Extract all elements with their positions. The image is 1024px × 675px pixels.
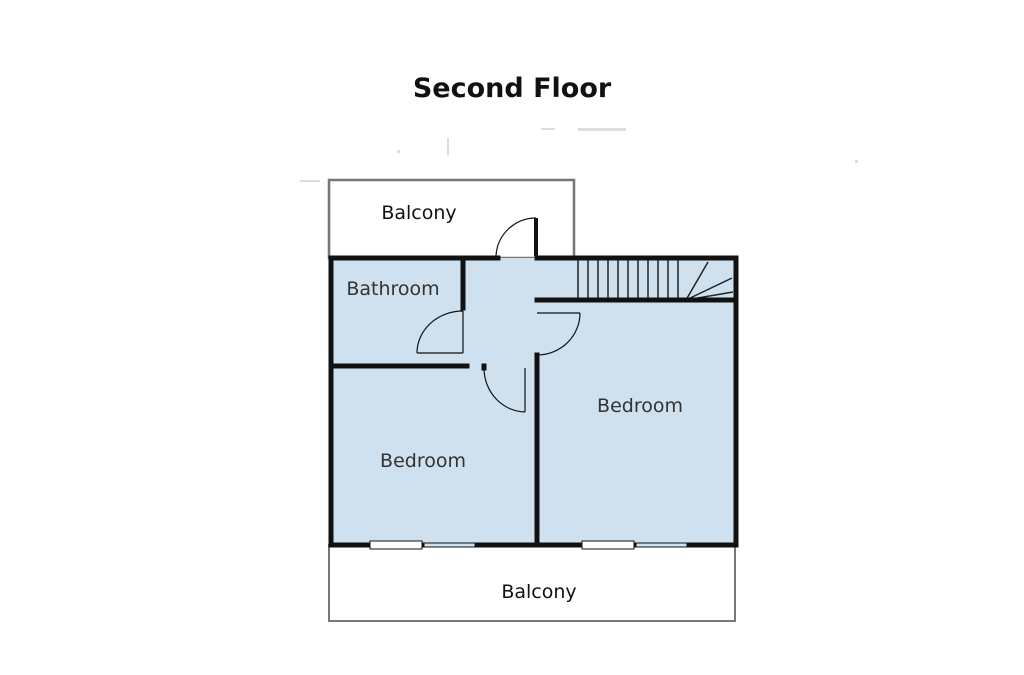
faint-specks <box>300 128 858 182</box>
right-bedroom-door <box>536 312 581 356</box>
bathroom-label: Bathroom <box>346 278 439 300</box>
bathroom-door <box>416 310 464 354</box>
left-bedroom-door <box>483 367 526 413</box>
staircase <box>577 260 734 301</box>
page-title: Second Floor <box>412 73 612 104</box>
floor-area <box>331 258 735 544</box>
balcony-top <box>327 178 576 260</box>
balcony-door <box>495 217 538 257</box>
balcony-top-label: Balcony <box>381 202 456 224</box>
balcony-bottom-label: Balcony <box>501 581 576 603</box>
bedroom-right-label: Bedroom <box>597 395 683 417</box>
bottom-openings <box>369 540 688 550</box>
bedroom-left-label: Bedroom <box>380 450 466 472</box>
